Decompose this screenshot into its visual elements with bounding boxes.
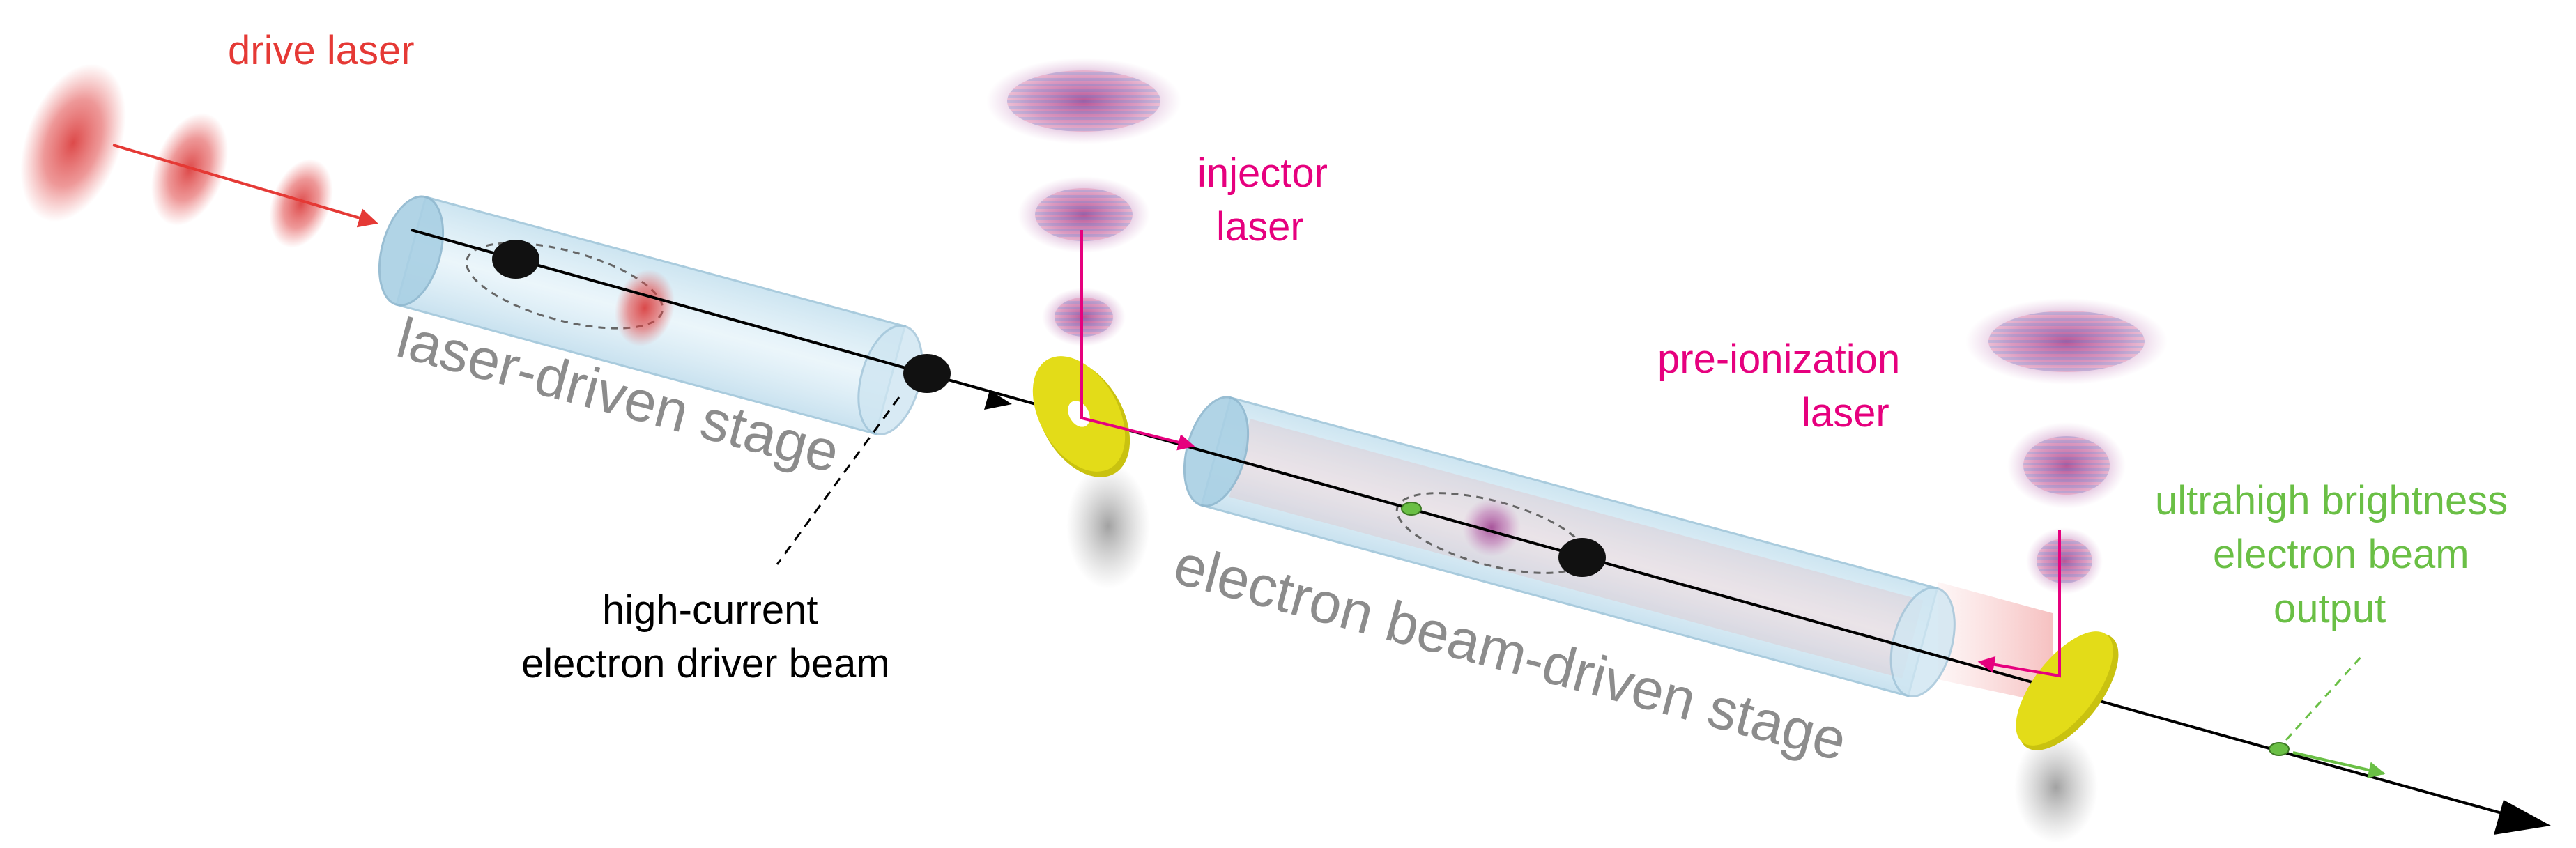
drive-laser-label: drive laser: [228, 28, 415, 73]
injector-laser-label-line2: laser: [1216, 204, 1304, 249]
yellow-ring-mirror-icon: [2016, 631, 2119, 750]
red-laser-pulse-icon: [20, 63, 126, 222]
preionization-laser-label-line2: laser: [1802, 390, 1889, 435]
preionization-laser-path: [1977, 530, 2061, 678]
driver-beam-label-line2: electron driver beam: [521, 641, 890, 686]
electron-bunch-icon: [903, 354, 951, 393]
witness-bunch-icon: [1401, 502, 1422, 516]
red-laser-pulse-icon: [614, 269, 675, 347]
red-laser-pulse-icon: [151, 113, 229, 226]
drive-laser-arrow: [112, 144, 378, 228]
output-label-line1: ultrahigh brightness: [2155, 478, 2508, 523]
preionization-laser-pulses: [1965, 298, 2168, 594]
driver-beam-leader: [776, 396, 900, 565]
injector-laser-path: [1080, 230, 1195, 451]
mirror-shadow: [2014, 732, 2098, 843]
output-label-line3: output: [2274, 586, 2386, 631]
output-label-line2: electron beam: [2213, 532, 2469, 577]
driver-beam-label-line1: high-current: [602, 587, 818, 633]
beam-axis-line: [411, 229, 2510, 817]
mirror-shadow: [1066, 463, 1150, 589]
electron-bunch-icon: [492, 240, 539, 279]
injector-laser-label-line1: injector: [1197, 151, 1328, 196]
drive-laser-pulses: [20, 63, 333, 248]
output-beam-arrow: [2292, 751, 2386, 778]
beam-direction-arrow-icon: [2494, 800, 2551, 835]
electron-bunch-icon: [1558, 538, 1606, 577]
preionization-laser-label-line1: pre-ionization: [1657, 337, 1900, 382]
red-laser-pulse-icon: [269, 159, 333, 248]
preionization-channel: [1938, 582, 2053, 704]
output-beam-leader: [2285, 654, 2364, 741]
output-bunch-icon: [2269, 742, 2290, 756]
magenta-laser-pulse-icon: [1462, 498, 1521, 557]
beam-direction-arrow-icon: [984, 390, 1012, 410]
injector-laser-pulses: [986, 58, 1181, 346]
